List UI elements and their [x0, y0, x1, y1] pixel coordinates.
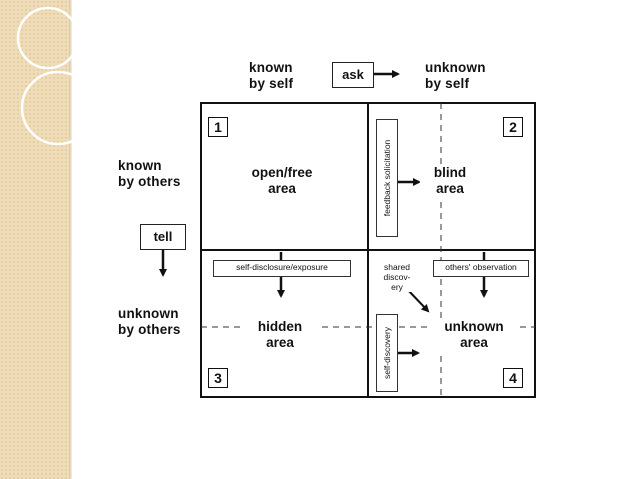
feedback-solicitation-label: feedback solicitation — [382, 139, 392, 217]
quadrant-3-number: 3 — [208, 368, 228, 388]
tell-label: tell — [140, 224, 186, 250]
known-by-self-label: known by self — [249, 60, 294, 91]
feedback-solicitation-box: feedback solicitation — [376, 119, 398, 237]
others-observation-box: others' observation — [433, 260, 529, 277]
side-strip-edge — [69, 0, 72, 479]
hidden-area-label: hidden area — [240, 319, 320, 351]
quadrant-1-number: 1 — [208, 117, 228, 137]
self-discovery-box: self-discovery — [376, 314, 398, 392]
quadrant-2-number: 2 — [503, 117, 523, 137]
known-by-others-label: known by others — [118, 158, 181, 189]
self-disclosure-box: self-disclosure/exposure — [213, 260, 351, 277]
ask-label: ask — [332, 62, 374, 88]
open-area-label: open/free area — [251, 165, 313, 196]
self-discovery-label: self-discovery — [382, 327, 392, 379]
unknown-area-label: unknown area — [432, 319, 516, 351]
quadrant-4-number: 4 — [503, 368, 523, 388]
blind-area-label: blind area — [420, 165, 480, 197]
decorative-circles-icon — [16, 6, 80, 146]
shared-discovery-label: shared discov- ery — [376, 262, 418, 292]
unknown-by-others-label: unknown by others — [118, 306, 181, 337]
unknown-by-self-label: unknown by self — [425, 60, 486, 91]
